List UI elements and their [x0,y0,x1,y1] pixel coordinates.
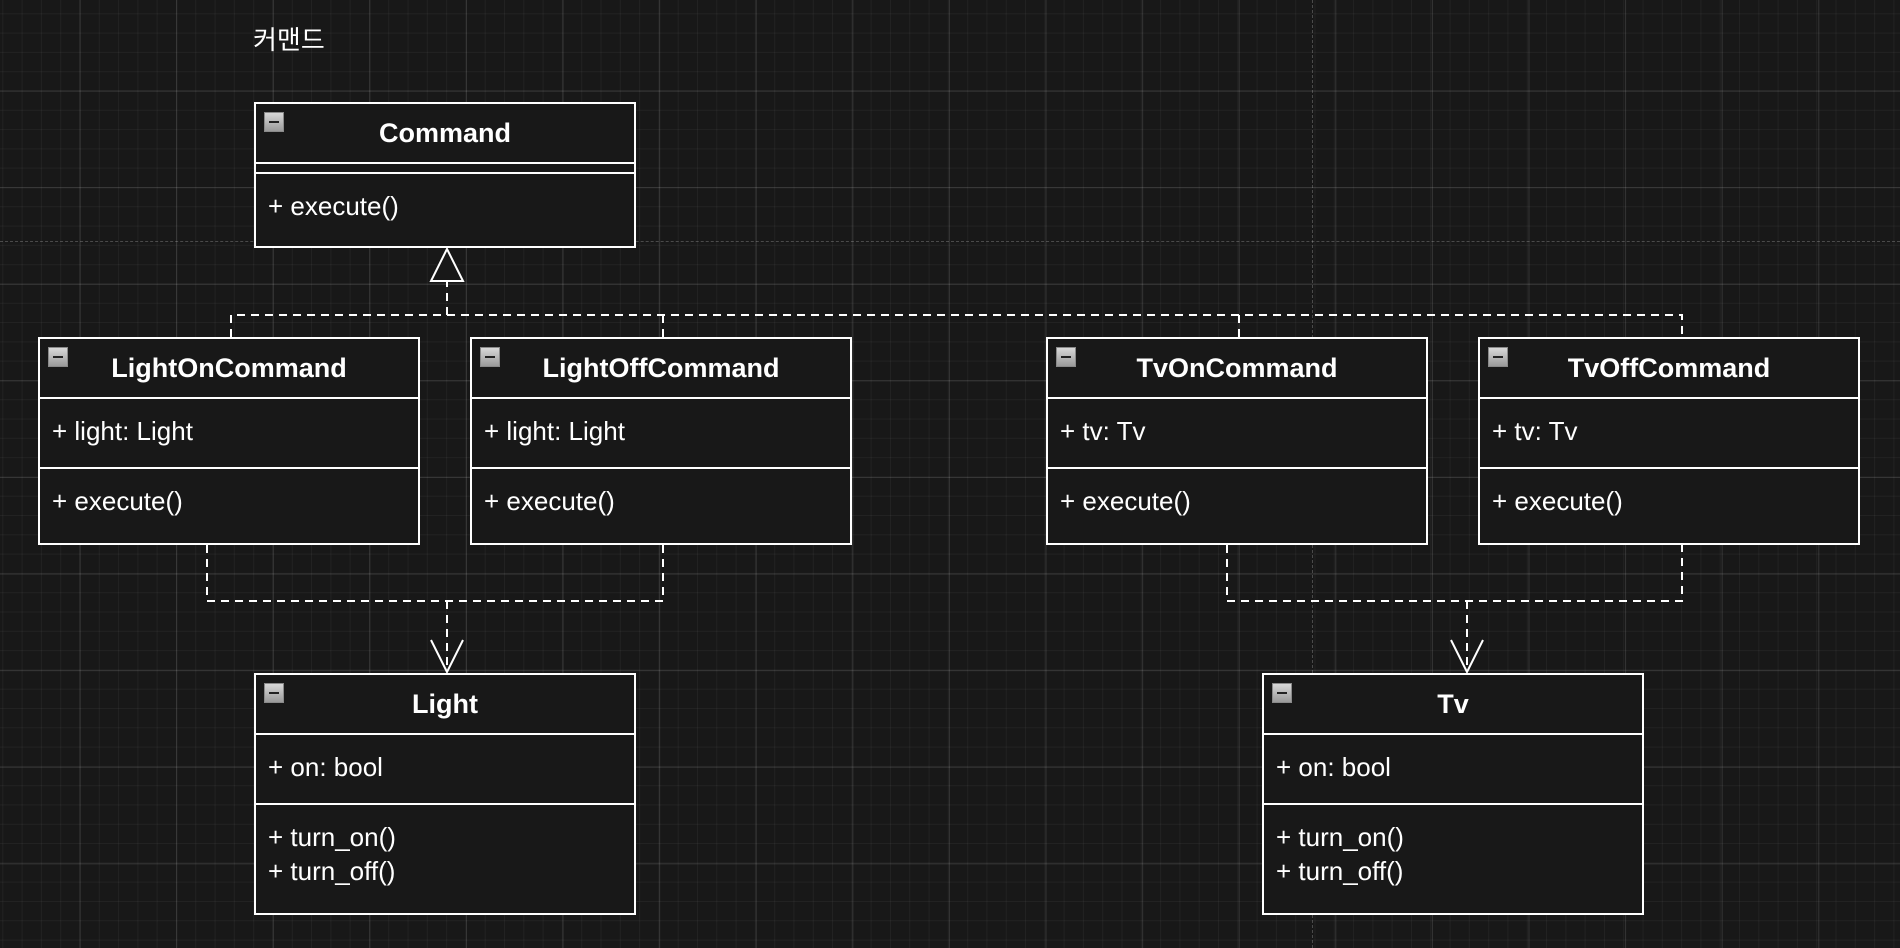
class-name: LightOffCommand [542,352,780,383]
operation: + turn_off() [268,856,396,886]
operations-compartment: + execute() [40,469,418,518]
class-name: Tv [1437,688,1469,719]
class-name: TvOnCommand [1136,352,1338,383]
collapse-icon[interactable] [48,347,68,367]
dependency-tv-line [1226,545,1683,602]
class-tv-on-command[interactable]: TvOnCommand + tv: Tv + execute() [1046,337,1428,545]
dependency-arrowhead-tv [1450,639,1484,675]
operations-compartment: + turn_on() + turn_off() [256,805,634,888]
attribute: + tv: Tv [1060,416,1146,446]
horizontal-guide-line [0,241,1900,242]
attribute: + tv: Tv [1492,416,1578,446]
collapse-icon[interactable] [264,112,284,132]
attributes-compartment: + light: Light [472,399,850,469]
class-name: LightOnCommand [111,352,347,383]
operations-compartment: + execute() [1480,469,1858,518]
attributes-compartment: + on: bool [1264,735,1642,805]
class-command[interactable]: Command + execute() [254,102,636,248]
class-name: Light [412,688,478,719]
diagram-title: 커맨드 [253,26,325,56]
attributes-compartment: + tv: Tv [1048,399,1426,469]
operation: + execute() [1060,486,1191,516]
operation: + execute() [1492,486,1623,516]
dependency-arrowhead-light [430,639,464,675]
collapse-icon[interactable] [480,347,500,367]
operations-compartment: + execute() [1048,469,1426,518]
class-header: Light [256,675,634,735]
operation: + execute() [52,486,183,516]
collapse-icon[interactable] [1056,347,1076,367]
class-header: TvOnCommand [1048,339,1426,399]
attributes-compartment [256,164,634,174]
operations-compartment: + execute() [256,174,634,223]
class-name: TvOffCommand [1567,352,1771,383]
collapse-icon[interactable] [264,683,284,703]
operation: + turn_off() [1276,856,1404,886]
operations-compartment: + execute() [472,469,850,518]
operation: + turn_on() [268,822,396,852]
attribute: + on: bool [268,752,383,782]
class-header: Command [256,104,634,164]
class-header: Tv [1264,675,1642,735]
class-header: LightOffCommand [472,339,850,399]
collapse-icon[interactable] [1488,347,1508,367]
class-tv[interactable]: Tv + on: bool + turn_on() + turn_off() [1262,673,1644,915]
dependency-light-line [206,545,664,602]
class-light-on-command[interactable]: LightOnCommand + light: Light + execute(… [38,337,420,545]
class-light[interactable]: Light + on: bool + turn_on() + turn_off(… [254,673,636,915]
realization-arrowhead [429,246,465,282]
attributes-compartment: + on: bool [256,735,634,805]
attributes-compartment: + tv: Tv [1480,399,1858,469]
attribute: + light: Light [52,416,193,446]
class-light-off-command[interactable]: LightOffCommand + light: Light + execute… [470,337,852,545]
realization-bus-line [230,314,1683,337]
operation: + turn_on() [1276,822,1404,852]
class-header: TvOffCommand [1480,339,1858,399]
class-name: Command [378,117,511,148]
attribute: + light: Light [484,416,625,446]
class-tv-off-command[interactable]: TvOffCommand + tv: Tv + execute() [1478,337,1860,545]
attribute: + on: bool [1276,752,1391,782]
operations-compartment: + turn_on() + turn_off() [1264,805,1642,888]
class-header: LightOnCommand [40,339,418,399]
collapse-icon[interactable] [1272,683,1292,703]
operation: + execute() [484,486,615,516]
operation: + execute() [268,191,399,221]
attributes-compartment: + light: Light [40,399,418,469]
